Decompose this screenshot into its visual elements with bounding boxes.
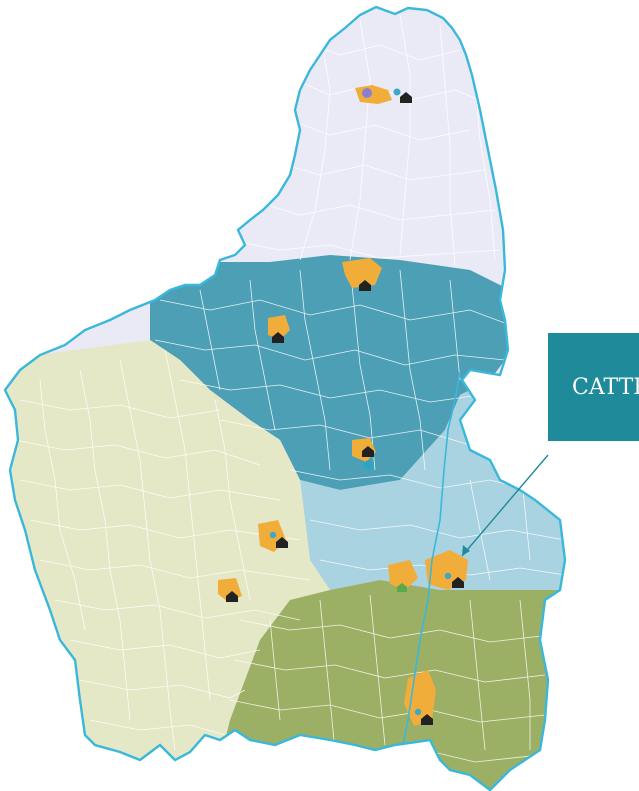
house-icon (397, 583, 407, 592)
house-icon (421, 714, 433, 725)
river (394, 371, 461, 790)
house-icon (226, 591, 238, 602)
circle-marker-icon (362, 88, 372, 98)
region-west-cream (5, 340, 330, 790)
markers (226, 88, 464, 725)
person-icon (444, 572, 452, 580)
callout-label: CATTP (572, 374, 639, 400)
highlight-areas (218, 85, 468, 726)
person-icon (414, 708, 422, 716)
house-icon (276, 537, 288, 548)
person-icon (393, 88, 401, 96)
circle-marker-icon (363, 460, 373, 470)
person-icon (269, 531, 277, 539)
house-icon (362, 446, 374, 457)
house-icon (359, 280, 371, 291)
house-icon (400, 92, 412, 103)
house-icon (272, 332, 284, 343)
house-icon (452, 577, 464, 588)
cattp-callout: CATTP (548, 333, 639, 441)
callout-pointer (461, 454, 549, 557)
region-center-teal (150, 255, 520, 490)
